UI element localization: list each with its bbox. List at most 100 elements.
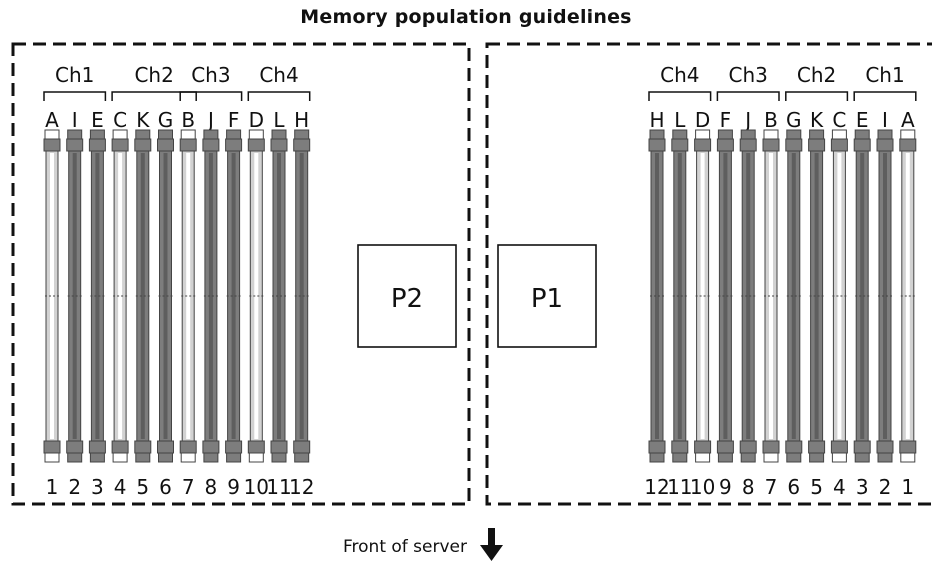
- p1-slot-number: 6: [787, 475, 800, 499]
- dimm-slot: [694, 129, 712, 463]
- p2-slot-letter: I: [72, 108, 78, 132]
- p1-slot-letter: F: [720, 108, 732, 132]
- p2-channel-label: Ch3: [191, 63, 230, 87]
- p1-channel-bracket: [648, 91, 712, 101]
- p1-slot-number: 8: [742, 475, 755, 499]
- p1-slot-number: 12: [644, 475, 669, 499]
- p1-slot-number: 1: [901, 475, 914, 499]
- dimm-slot: [88, 129, 106, 463]
- p1-slot-number: 5: [810, 475, 823, 499]
- processor-2-box: P2: [357, 244, 457, 348]
- p1-slot-number: 4: [833, 475, 846, 499]
- processor-1-box: P1: [497, 244, 597, 348]
- dimm-slot: [134, 129, 152, 463]
- p2-slot-number: 4: [114, 475, 127, 499]
- dimm-slot: [293, 129, 311, 463]
- p2-channel-label: Ch4: [259, 63, 298, 87]
- dimm-slot: [785, 129, 803, 463]
- p2-channel-bracket: [111, 91, 197, 101]
- p2-channel-label: Ch1: [55, 63, 94, 87]
- p2-slot-letter: F: [228, 108, 240, 132]
- dimm-slot: [716, 129, 734, 463]
- p2-slot-letter: A: [45, 108, 59, 132]
- p2-channel-label: Ch2: [134, 63, 173, 87]
- p2-slot-letter: E: [91, 108, 104, 132]
- dimm-slot: [648, 129, 666, 463]
- p1-slot-letter: J: [743, 108, 751, 132]
- p2-slot-letter: G: [158, 108, 174, 132]
- dimm-slot: [179, 129, 197, 463]
- p2-slot-letter: H: [294, 108, 309, 132]
- p1-slot-letter: G: [786, 108, 802, 132]
- p2-slot-number: 12: [289, 475, 314, 499]
- dimm-slot: [876, 129, 894, 463]
- p2-slot-number: 3: [91, 475, 104, 499]
- p2-slot-letter: D: [249, 108, 264, 132]
- p1-slot-number: 3: [856, 475, 869, 499]
- dimm-slot: [853, 129, 871, 463]
- p1-slot-letter: L: [674, 108, 686, 132]
- p2-slot-number: 5: [136, 475, 149, 499]
- dimm-slot: [270, 129, 288, 463]
- dimm-slot: [830, 129, 848, 463]
- p1-channel-label: Ch2: [797, 63, 836, 87]
- dimm-slot: [225, 129, 243, 463]
- dimm-slot: [739, 129, 757, 463]
- processor-2-board-outline: [11, 42, 471, 506]
- p2-channel-bracket: [43, 91, 107, 101]
- dimm-slot: [43, 129, 61, 463]
- processor-1-label: P1: [531, 284, 563, 314]
- p1-slot-letter: C: [832, 108, 846, 132]
- dimm-slot: [111, 129, 129, 463]
- p2-slot-letter: J: [206, 108, 214, 132]
- p1-slot-number: 9: [719, 475, 732, 499]
- dimm-slot: [899, 129, 917, 463]
- p2-slot-number: 10: [244, 475, 269, 499]
- p1-slot-letter: B: [764, 108, 778, 132]
- p1-channel-label: Ch1: [865, 63, 904, 87]
- front-of-server-label: Front of server: [343, 537, 467, 557]
- p1-slot-number: 2: [879, 475, 892, 499]
- p1-slot-letter: A: [901, 108, 915, 132]
- p2-slot-letter: L: [273, 108, 285, 132]
- p1-slot-letter: K: [810, 108, 824, 132]
- p2-channel-bracket: [179, 91, 243, 101]
- p1-slot-letter: E: [856, 108, 869, 132]
- dimm-slot: [671, 129, 689, 463]
- p1-slot-letter: D: [695, 108, 710, 132]
- dimm-slot: [247, 129, 265, 463]
- page-title: Memory population guidelines: [300, 6, 632, 28]
- dimm-slot: [762, 129, 780, 463]
- p2-slot-number: 6: [159, 475, 172, 499]
- p1-channel-bracket: [716, 91, 780, 101]
- dimm-slot: [808, 129, 826, 463]
- dimm-slot: [157, 129, 174, 463]
- p2-slot-number: 8: [205, 475, 218, 499]
- p1-channel-label: Ch3: [729, 63, 768, 87]
- p1-channel-label: Ch4: [660, 63, 699, 87]
- p1-slot-number: 11: [667, 475, 692, 499]
- p1-channel-bracket: [785, 91, 849, 101]
- p1-slot-letter: I: [882, 108, 888, 132]
- p2-slot-number: 11: [266, 475, 291, 499]
- processor-1-board-outline: [485, 42, 932, 506]
- p1-slot-number: 7: [765, 475, 778, 499]
- p2-channel-bracket: [247, 91, 311, 101]
- p2-slot-number: 1: [46, 475, 59, 499]
- p1-channel-bracket: [853, 91, 917, 101]
- dimm-slot: [66, 129, 84, 463]
- p2-slot-letter: C: [113, 108, 127, 132]
- p2-slot-letter: B: [181, 108, 195, 132]
- down-arrow-icon: [480, 528, 503, 561]
- p2-slot-number: 2: [68, 475, 81, 499]
- p1-slot-letter: H: [649, 108, 664, 132]
- p2-slot-number: 7: [182, 475, 195, 499]
- processor-2-label: P2: [391, 284, 423, 314]
- dimm-slot: [202, 129, 220, 463]
- p2-slot-number: 9: [227, 475, 240, 499]
- p1-slot-number: 10: [690, 475, 715, 499]
- p2-slot-letter: K: [136, 108, 150, 132]
